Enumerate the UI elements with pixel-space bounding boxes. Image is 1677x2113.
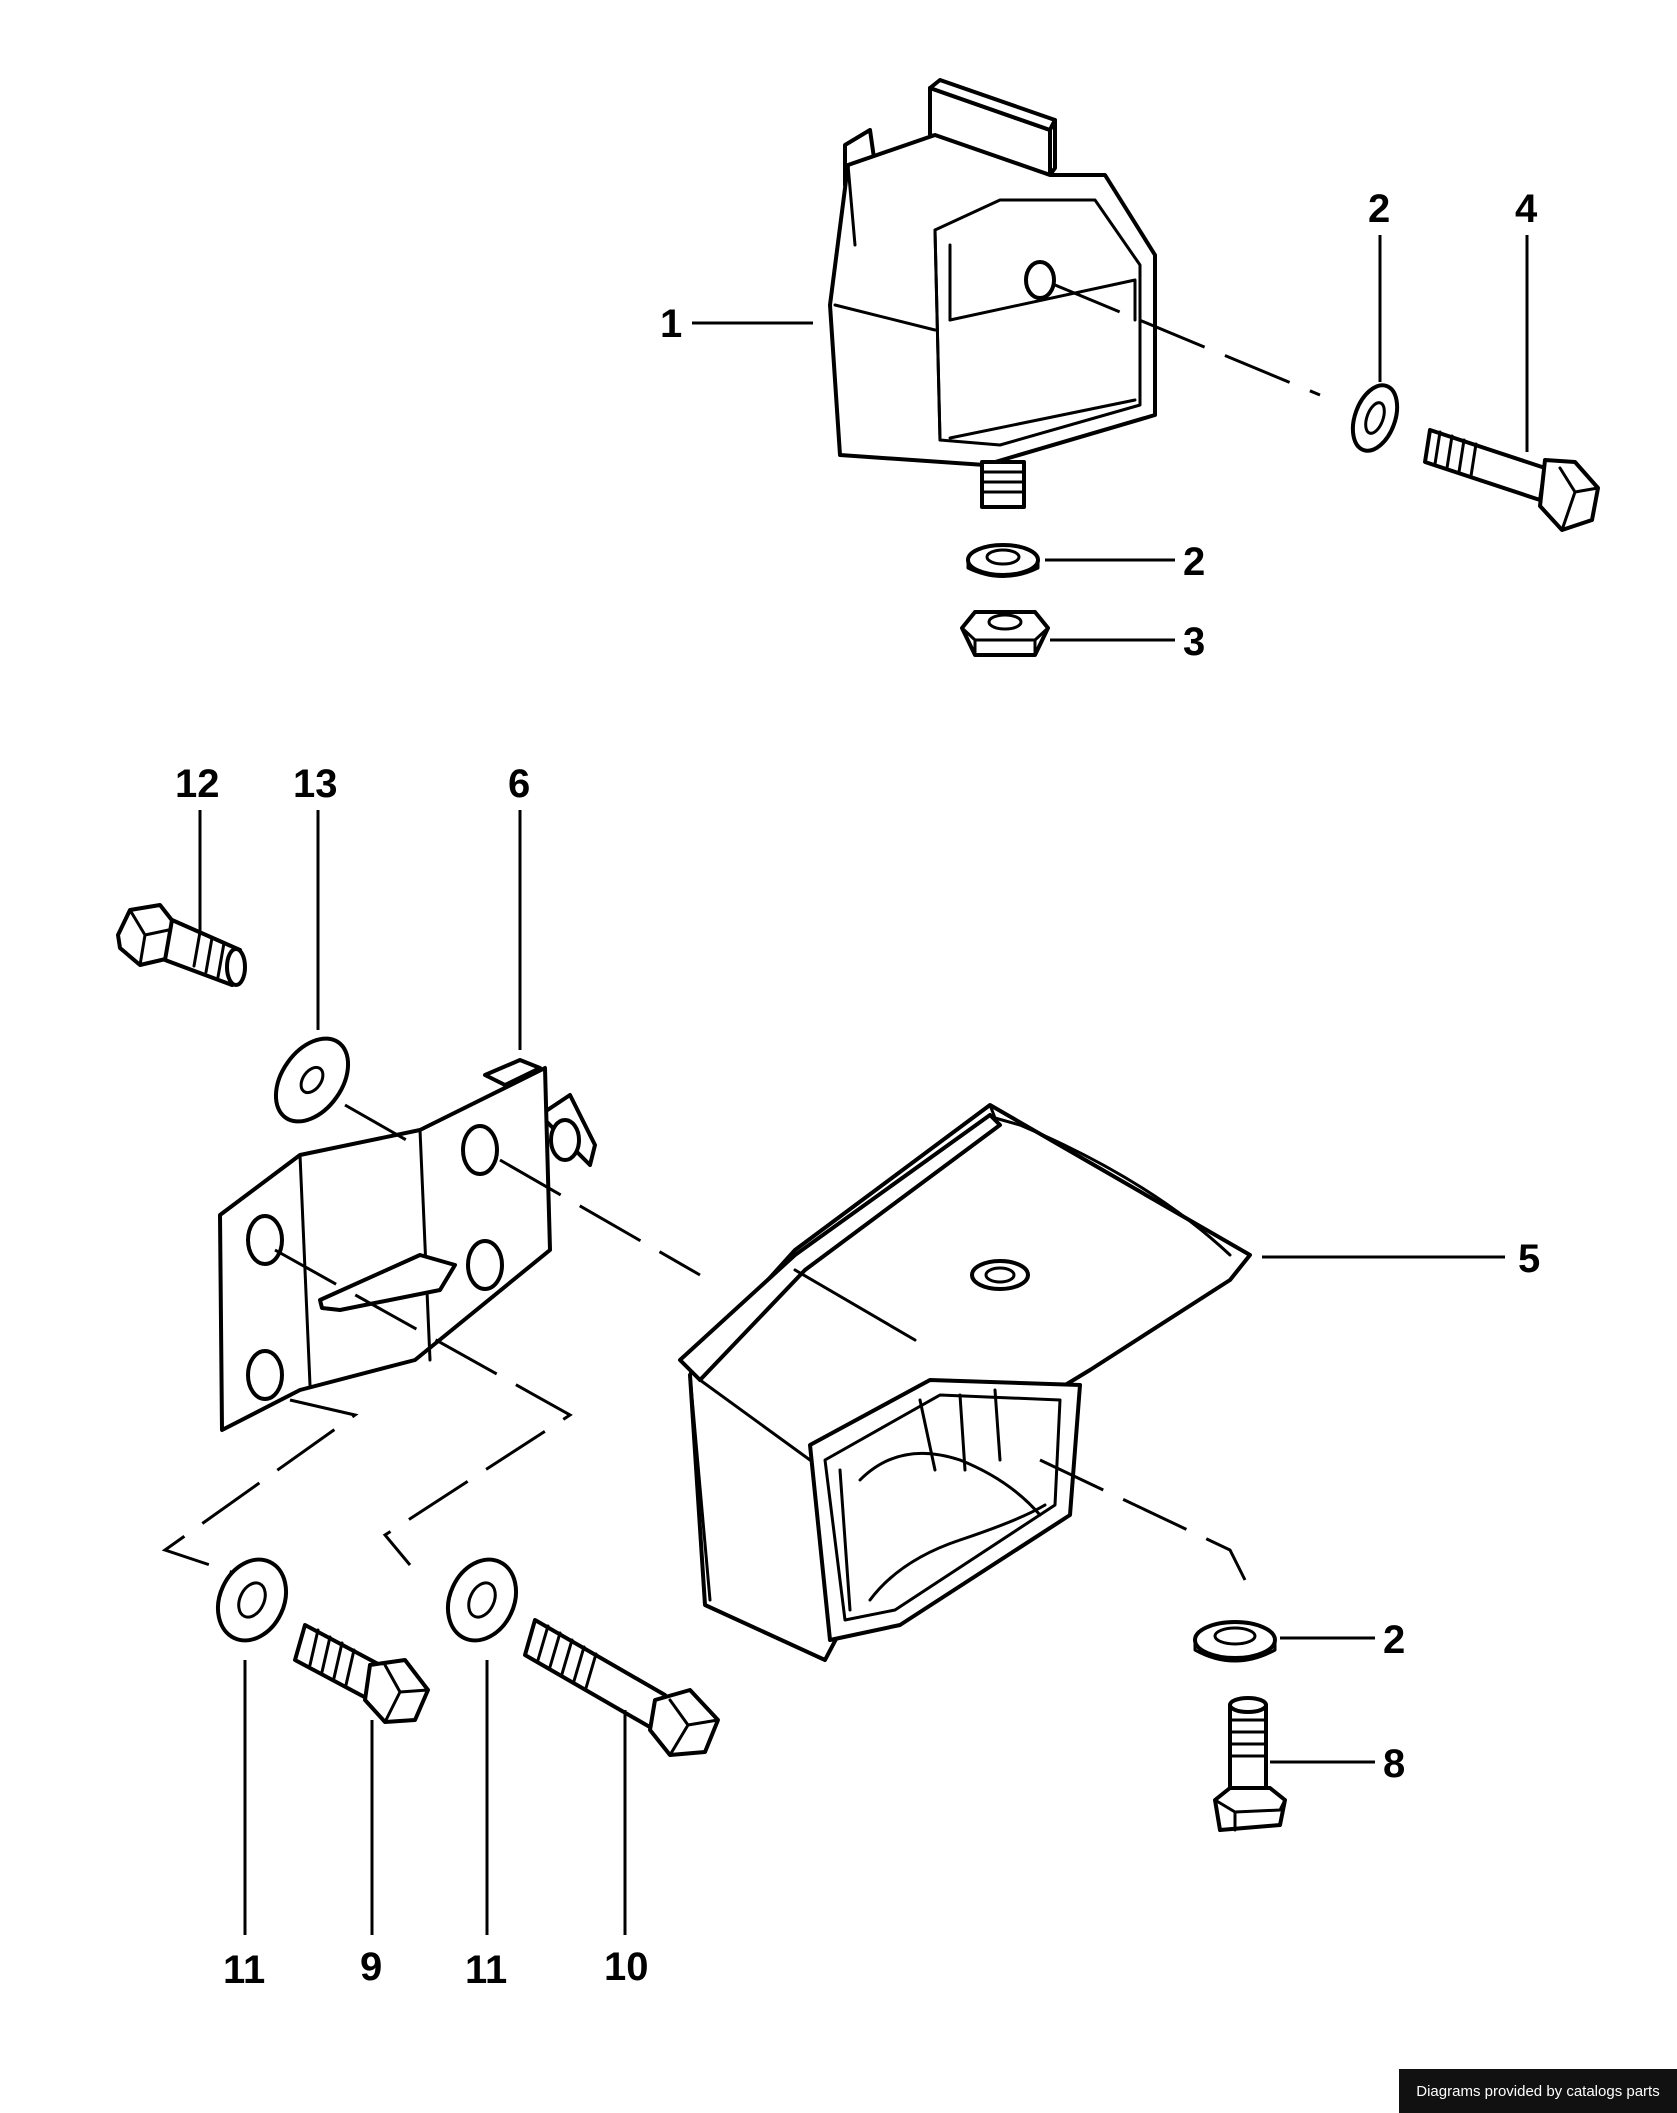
- callout-10: 10: [604, 1945, 649, 1989]
- callout-2-top: 2: [1368, 187, 1390, 231]
- part-12-bolt: [116, 903, 247, 987]
- callout-11-left: 11: [223, 1948, 265, 1992]
- axis-line-13: [344, 1103, 416, 1147]
- callout-9: 9: [360, 1945, 382, 1989]
- axis-line-6: [499, 1158, 701, 1277]
- callout-5: 5: [1518, 1237, 1540, 1281]
- axis-line-5: [1039, 1458, 1247, 1581]
- credit-badge: Diagrams provided by catalogs parts: [1399, 2069, 1677, 2113]
- part-5-crossmember-mount: [678, 1103, 1252, 1662]
- callout-3: 3: [1183, 620, 1205, 664]
- callout-8: 8: [1383, 1742, 1405, 1786]
- callout-2-mid: 2: [1183, 540, 1205, 584]
- part-2-washer-top: [1350, 383, 1400, 453]
- part-3-nut: [960, 610, 1050, 657]
- callout-2-low: 2: [1383, 1618, 1405, 1662]
- axis-line-bracket-9: [161, 1398, 359, 1577]
- part-11-lock-washer-right: [445, 1557, 519, 1643]
- axis-line-1: [1054, 283, 1321, 397]
- callout-12: 12: [175, 762, 220, 806]
- callout-labels: 1 2 4 2 3 12 13 6 5 2 8 11 9 11 10: [175, 187, 1540, 1992]
- callout-11-right: 11: [465, 1948, 507, 1992]
- part-9-bolt: [293, 1623, 430, 1724]
- part-10-bolt: [523, 1618, 720, 1757]
- part-6-bracket: [218, 1058, 597, 1432]
- part-4-bolt: [1423, 428, 1600, 532]
- callout-13: 13: [293, 762, 338, 806]
- axis-line-bracket-10: [274, 1248, 573, 1566]
- part-2-washer-mid: [966, 543, 1040, 578]
- callout-4: 4: [1515, 187, 1538, 231]
- part-11-lock-washer-left: [215, 1557, 289, 1643]
- part-1-engine-mount: [828, 78, 1157, 509]
- leader-lines: [198, 235, 1529, 1935]
- part-8-bolt: [1213, 1696, 1287, 1832]
- callout-6: 6: [508, 762, 530, 806]
- part-13-washer: [273, 1036, 351, 1124]
- callout-1: 1: [660, 302, 682, 346]
- part-2-washer-low: [1193, 1620, 1277, 1663]
